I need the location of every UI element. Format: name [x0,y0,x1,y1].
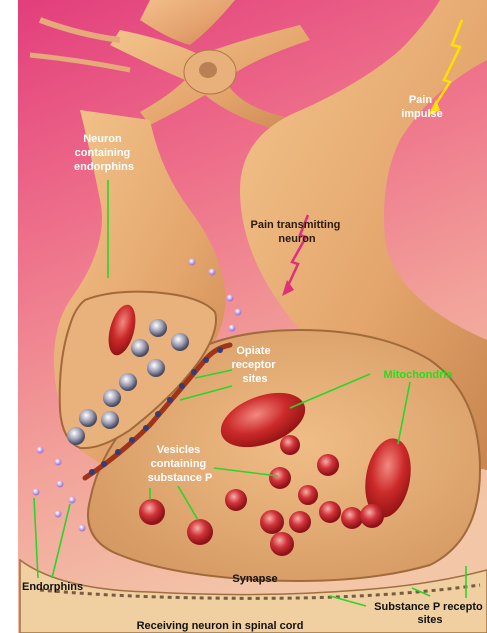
label-endorphins: Endorphins [22,581,83,593]
label-synapse: Synapse [232,573,277,585]
label-opiate-receptor-line3: sites [242,373,267,385]
label-substance-p-receptor-line2: sites [417,614,442,626]
label-receiving-neuron: Receiving neuron in spinal cord [137,620,304,632]
label-neuron-endorphins-line2: containing [75,147,131,159]
label-vesicles-line1: Vesicles [157,444,200,456]
label-vesicles: Vesicles containing substance P [148,444,213,484]
label-neuron-endorphins-line3: endorphins [74,161,134,173]
label-vesicles-line3: substance P [148,472,213,484]
label-opiate-receptor-line2: receptor [231,359,276,371]
left-margin [0,0,18,633]
label-pain-impulse-line2: impulse [401,108,443,120]
label-opiate-receptor-line1: Opiate [236,345,270,357]
label-pain-impulse-line1: Pain [409,94,433,106]
label-vesicles-line2: containing [151,458,207,470]
label-neuron-endorphins-line1: Neuron [83,133,122,145]
label-substance-p-receptor-line1: Substance P recepto [374,601,483,613]
label-pain-transmitting-line1: Pain transmitting [251,219,341,231]
label-pain-transmitting-line2: neuron [278,233,316,245]
label-mitochondria: Mitochondria [383,369,453,381]
